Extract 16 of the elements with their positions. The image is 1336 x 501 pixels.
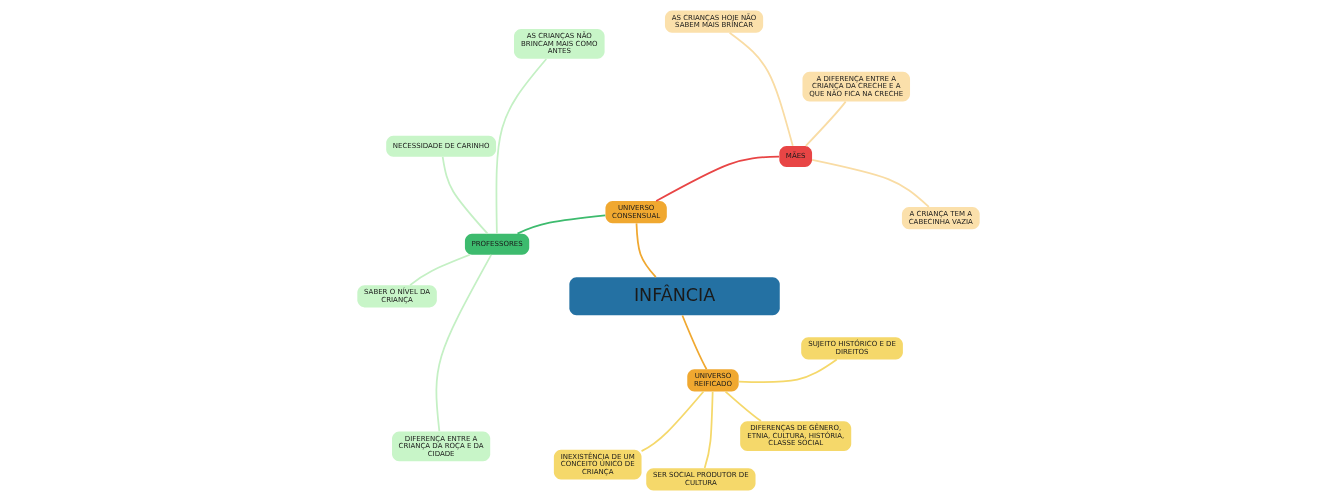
connector (737, 358, 838, 384)
connector (441, 155, 488, 235)
connector (654, 155, 780, 202)
connector (681, 314, 707, 371)
connector (724, 390, 762, 422)
connector (728, 31, 794, 147)
node-box: INFÂNCIA (568, 277, 780, 316)
connector (640, 390, 704, 453)
connector (495, 58, 547, 235)
connector (804, 100, 847, 147)
connector (435, 253, 492, 433)
connector (703, 390, 714, 469)
connector (635, 222, 657, 278)
connector (408, 253, 471, 286)
connector (516, 214, 606, 235)
connector (810, 159, 930, 208)
